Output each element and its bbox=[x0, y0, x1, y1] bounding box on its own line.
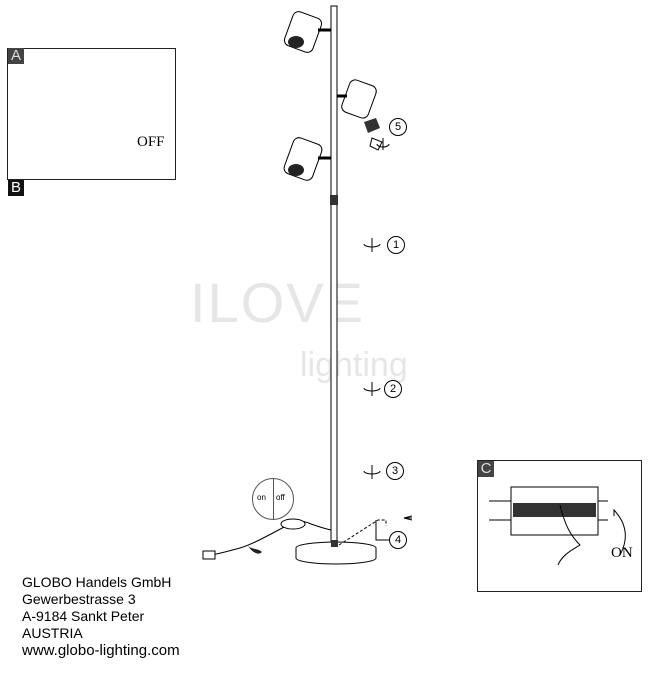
panel-b-tag: B bbox=[8, 180, 24, 196]
foot-switch bbox=[280, 518, 306, 530]
company-address: GLOBO Handels GmbH Gewerbestrasse 3 A-91… bbox=[22, 574, 180, 659]
pole-lower bbox=[330, 200, 338, 542]
company-name: GLOBO Handels GmbH bbox=[22, 574, 172, 590]
panel-c-tag: C bbox=[478, 461, 494, 477]
panel-a-switch-off bbox=[7, 48, 176, 180]
hand-c bbox=[557, 504, 581, 566]
address-country: AUSTRIA bbox=[22, 625, 83, 641]
on-label: ON bbox=[611, 545, 633, 561]
step-1: 1 bbox=[387, 236, 405, 254]
off-label: OFF bbox=[137, 134, 165, 150]
rotate-arrows bbox=[363, 138, 390, 479]
pole-joint bbox=[330, 195, 338, 205]
step-3: 3 bbox=[386, 462, 404, 480]
arrow-up-icon bbox=[613, 508, 626, 556]
watermark-subtext: lighting bbox=[300, 346, 408, 384]
panel-c-switch-on bbox=[477, 460, 642, 592]
address-city: A-9184 Sankt Peter bbox=[22, 608, 145, 624]
website-link[interactable]: www.globo-lighting.com bbox=[22, 642, 180, 659]
step-5: 5 bbox=[389, 118, 407, 136]
plug bbox=[202, 550, 216, 560]
spotlight-1 bbox=[283, 11, 331, 53]
step-2: 2 bbox=[384, 380, 402, 398]
pole-upper bbox=[330, 5, 338, 202]
switch-on-label: on bbox=[257, 493, 266, 502]
spotlight-2 bbox=[337, 79, 383, 151]
breaker-box-c bbox=[489, 486, 608, 536]
on-off-switch-diagram: on off bbox=[252, 478, 294, 520]
step-4: 4 bbox=[389, 531, 407, 549]
address-street: Gewerbestrasse 3 bbox=[22, 591, 136, 607]
watermark-logo-sub: lighting bbox=[300, 346, 408, 385]
switch-off-label: off bbox=[276, 493, 285, 502]
spotlight-3 bbox=[283, 137, 331, 181]
panel-a-tag: A bbox=[8, 48, 24, 64]
